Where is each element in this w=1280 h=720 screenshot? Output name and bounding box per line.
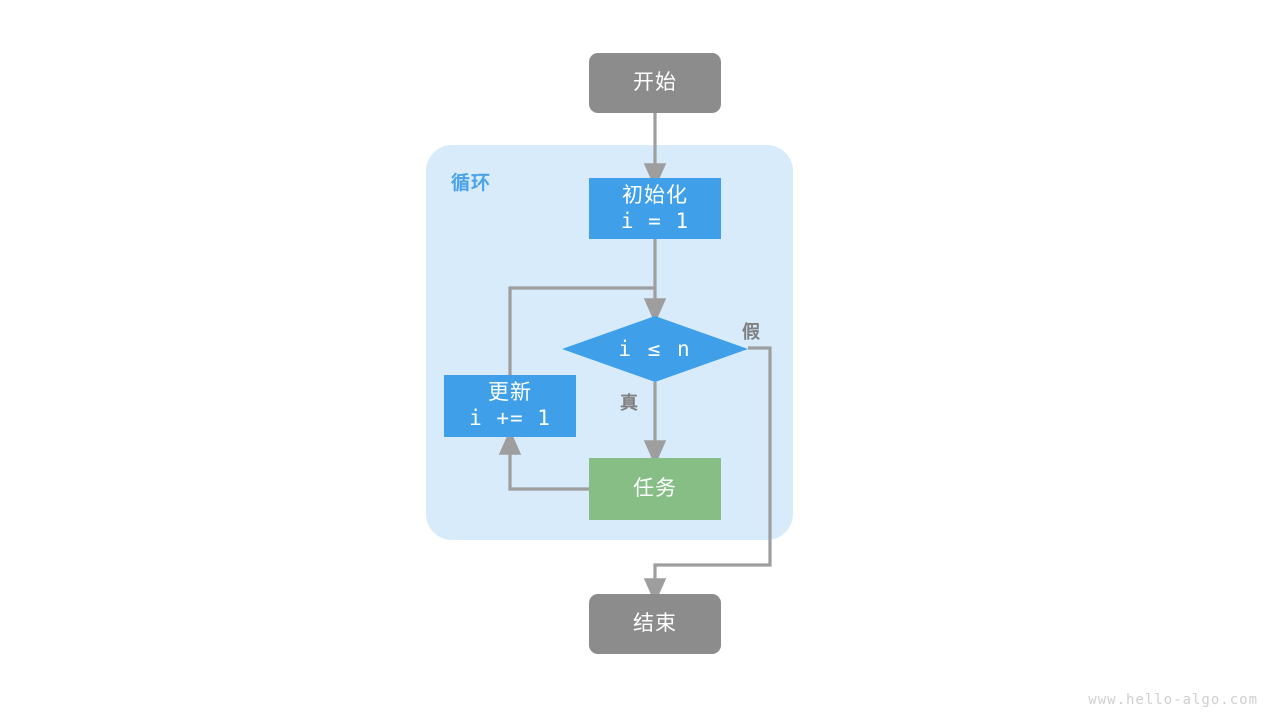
node-initialize-label: 初始化 [622, 183, 688, 207]
node-task[interactable]: 任务 [589, 458, 721, 520]
node-update-label: 更新 [488, 381, 532, 405]
node-end-label: 结束 [633, 611, 677, 635]
node-initialize-code: i = 1 [620, 208, 690, 233]
edge-label-false: 假 [742, 322, 761, 342]
edge-decision-to-end [643, 346, 772, 604]
node-decision[interactable]: i ≤ n [562, 316, 748, 382]
node-initialize[interactable]: 初始化 i = 1 [589, 178, 721, 239]
watermark: www.hello-algo.com [1088, 692, 1258, 708]
edge-label-true: 真 [620, 393, 639, 413]
edge-update-to-decision [508, 286, 655, 375]
loop-container-label: 循环 [451, 173, 492, 194]
node-end[interactable]: 结束 [589, 594, 721, 654]
node-task-label: 任务 [633, 476, 677, 500]
diamond-shape [562, 316, 748, 382]
node-start[interactable]: 开始 [589, 53, 721, 113]
node-update[interactable]: 更新 i += 1 [444, 375, 576, 437]
node-decision-label: i ≤ n [618, 337, 692, 361]
node-update-code: i += 1 [469, 406, 551, 430]
node-start-label: 开始 [633, 70, 677, 94]
edge-task-to-update [498, 429, 589, 491]
